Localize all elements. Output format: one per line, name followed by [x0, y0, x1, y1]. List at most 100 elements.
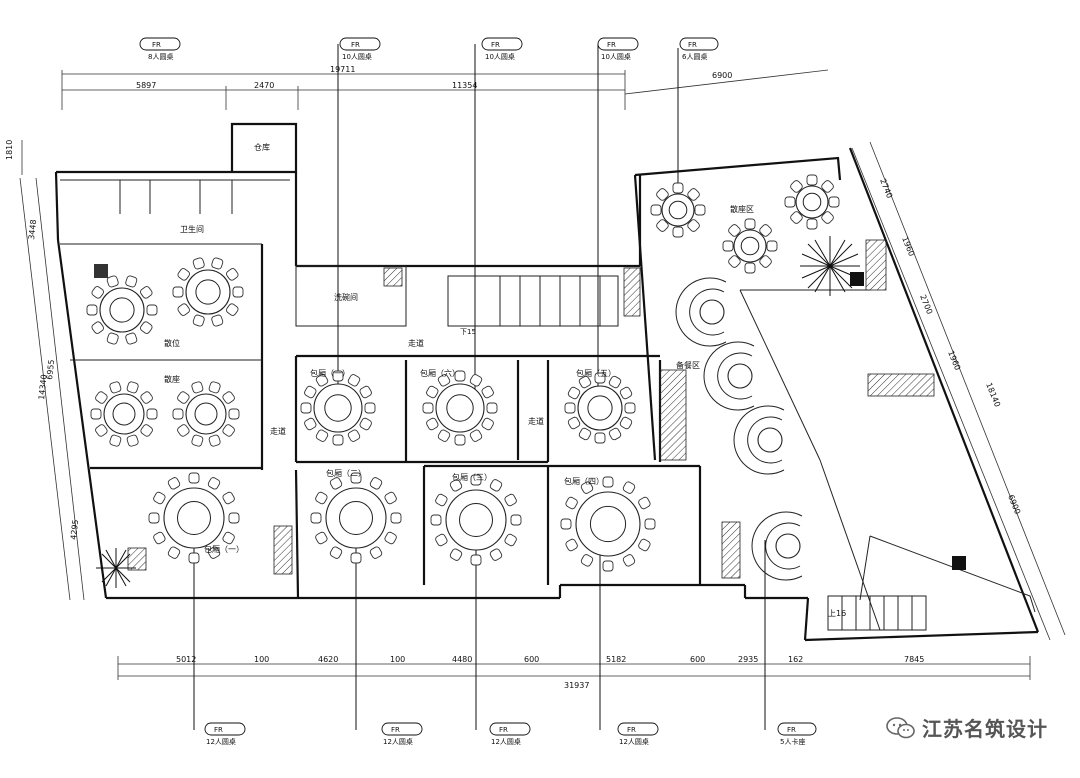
chair	[126, 381, 139, 394]
top-tag-2-code: FR	[351, 41, 360, 49]
chair	[350, 552, 362, 564]
chair	[602, 476, 614, 488]
chair	[489, 479, 503, 492]
round-table-10	[430, 474, 522, 566]
bottom-tag-5-code: FR	[787, 726, 796, 734]
bottom-dim-3: 4620	[318, 655, 338, 664]
lazy-susan	[177, 501, 211, 535]
chair	[560, 518, 572, 530]
chair	[347, 374, 361, 387]
booth-2	[703, 341, 755, 411]
chair	[192, 257, 205, 270]
bottom-dimension: 31937 5012 100 4620 100 4480 600 5182 60…	[117, 655, 1031, 690]
lazy-susan	[324, 394, 352, 422]
top-dim-2: 2470	[254, 81, 274, 90]
chair	[347, 429, 361, 442]
chair	[806, 174, 818, 186]
chair	[580, 481, 594, 494]
stair	[827, 595, 927, 631]
round-table-3	[90, 381, 158, 447]
lazy-susan	[194, 402, 218, 426]
dining-tables	[86, 174, 840, 581]
label-room-5: 包厢（五）	[576, 368, 616, 378]
chair	[759, 255, 772, 268]
chair	[140, 286, 153, 299]
chair	[470, 554, 482, 566]
label-toilet: 卫生间	[180, 224, 204, 234]
label-corridor-1: 走道	[408, 338, 424, 348]
top-dim-3: 11354	[452, 81, 477, 90]
left-dim-4: 14340	[37, 374, 49, 400]
left-dim-2: 3448	[27, 219, 38, 240]
round-table-8	[148, 472, 240, 564]
label-room-1: 包厢（一）	[310, 368, 350, 378]
top-total-dim: 19711	[330, 65, 355, 74]
chair	[146, 408, 158, 420]
booth-table	[727, 363, 753, 389]
bottom-dim-4: 100	[390, 655, 405, 664]
chair	[95, 424, 108, 437]
table-top	[435, 383, 485, 433]
chair	[167, 477, 181, 490]
chair	[350, 472, 362, 484]
chair	[422, 402, 434, 414]
chair	[329, 546, 343, 559]
chair	[226, 268, 239, 281]
label-room-2: 包厢（二）	[326, 468, 366, 478]
chair	[364, 402, 376, 414]
lazy-susan	[109, 297, 135, 323]
chair	[828, 196, 840, 208]
chair	[722, 240, 734, 252]
chair	[510, 514, 522, 526]
label-lounge: 散座	[164, 374, 180, 384]
top-tag-2-label: 10人圆桌	[342, 52, 372, 61]
chair	[622, 481, 636, 494]
lazy-susan	[339, 501, 373, 535]
lazy-susan	[112, 402, 136, 426]
bottom-tag-3-label: 12人圆桌	[491, 737, 521, 746]
chair	[126, 434, 139, 447]
chair	[821, 180, 834, 193]
bottom-dim-5: 4480	[452, 655, 472, 664]
table-top	[185, 393, 227, 435]
booth-table	[757, 427, 783, 453]
label-stair-up: 上16	[828, 609, 846, 618]
chair	[619, 416, 633, 430]
chair	[140, 424, 153, 437]
chair	[140, 321, 153, 334]
chair	[228, 408, 240, 420]
chair	[208, 381, 221, 394]
chair	[728, 255, 741, 268]
chair	[300, 402, 312, 414]
table-top	[795, 185, 829, 219]
top-tag-4-label: 10人圆桌	[601, 52, 631, 61]
lazy-susan	[587, 395, 613, 421]
chair	[578, 375, 592, 389]
chair	[481, 417, 494, 431]
chair	[208, 434, 221, 447]
chair	[504, 493, 517, 507]
top-tag-2: FR 10人圆桌	[339, 37, 381, 61]
chair	[211, 257, 224, 270]
chair	[481, 385, 494, 399]
bottom-tag-4-label: 12人圆桌	[619, 737, 649, 746]
chair	[211, 314, 224, 327]
table-top	[185, 269, 231, 315]
chair	[310, 512, 322, 524]
chair	[426, 385, 439, 399]
right-dim-3: 2700	[918, 293, 934, 315]
booth-3	[733, 405, 785, 475]
lazy-susan	[589, 505, 627, 543]
room-labels: 卫生间 仓库 洗碗间 走道 走道 走道 散位 散座 包厢（一） 包厢（二） 包厢…	[164, 142, 846, 618]
chair	[90, 408, 102, 420]
chair	[172, 408, 184, 420]
chair	[167, 546, 181, 559]
chair	[86, 304, 98, 316]
chair	[759, 224, 772, 237]
bottom-tag-2-label: 12人圆桌	[383, 737, 413, 746]
chair	[602, 560, 614, 572]
bottom-tag-5: FR 5人卡座	[777, 722, 817, 746]
top-tag-1: FR 8人圆桌	[139, 37, 181, 61]
chair	[232, 286, 244, 298]
bottom-dim-9: 2935	[738, 655, 758, 664]
